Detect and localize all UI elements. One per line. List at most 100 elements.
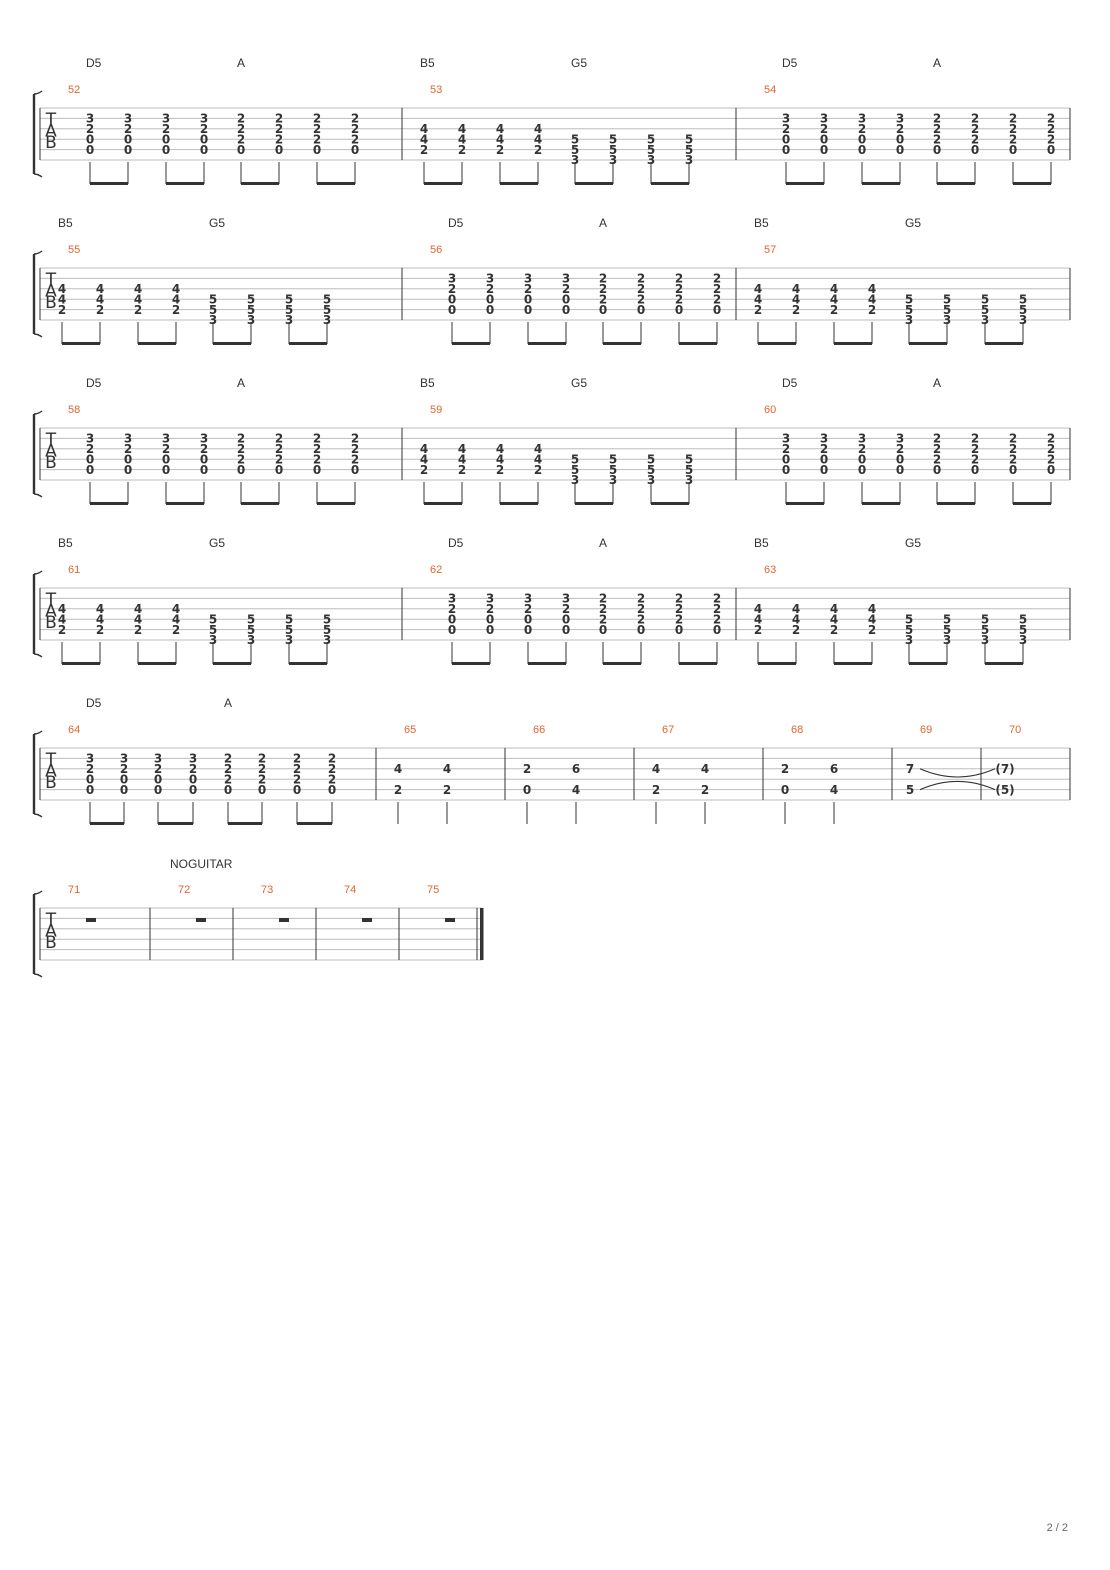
fret-number: 5 — [247, 292, 255, 306]
fret-number: 2 — [1009, 122, 1017, 136]
fret-number: 2 — [782, 442, 790, 456]
note-beam — [158, 822, 193, 825]
rest-symbol — [445, 918, 455, 922]
fret-number: 3 — [154, 752, 162, 766]
fret-number: 0 — [637, 303, 645, 317]
fret-number: 0 — [124, 143, 132, 157]
fret-number: 2 — [971, 132, 979, 146]
fret-number: 2 — [782, 122, 790, 136]
chord-symbol: G5 — [209, 536, 225, 550]
fret-number: 4 — [792, 612, 800, 626]
fret-number: 5 — [685, 463, 693, 477]
fret-number: 2 — [86, 122, 94, 136]
fret-number: 2 — [313, 112, 321, 126]
fret-number: 0 — [524, 623, 532, 637]
rest-symbol — [362, 918, 372, 922]
note-beam — [862, 502, 900, 505]
measure-number: 53 — [430, 84, 442, 96]
fret-number: 2 — [599, 272, 607, 286]
bracket-hook-top — [33, 570, 43, 575]
fret-number: 2 — [134, 303, 142, 317]
fret-number: 2 — [275, 432, 283, 446]
fret-number: 2 — [524, 602, 532, 616]
fret-number: 2 — [868, 623, 876, 637]
chord-symbol: B5 — [754, 216, 769, 230]
fret-number: 0 — [86, 143, 94, 157]
fret-number: 5 — [1019, 623, 1027, 637]
fret-number: 2 — [599, 592, 607, 606]
chord-symbol: D5 — [782, 376, 798, 390]
fret-number: 3 — [86, 112, 94, 126]
fret-number: 0 — [933, 143, 941, 157]
fret-number: 2 — [637, 272, 645, 286]
tab-clef-letter: A — [45, 282, 57, 302]
fret-number: 3 — [209, 633, 217, 647]
fret-number: 0 — [448, 303, 456, 317]
chord-symbol: G5 — [571, 56, 587, 70]
fret-number: 0 — [896, 132, 904, 146]
note-beam — [528, 662, 566, 665]
fret-number: 4 — [134, 612, 142, 626]
fret-number: 5 — [685, 452, 693, 466]
measure: 74 — [344, 884, 372, 922]
fret-number: 2 — [328, 772, 336, 786]
fret-number: 2 — [328, 762, 336, 776]
fret-number: 2 — [313, 442, 321, 456]
fret-number: 0 — [162, 463, 170, 477]
fret-number: 2 — [675, 292, 683, 306]
section-label: NOGUITAR — [170, 857, 233, 871]
fret-number: 4 — [172, 292, 180, 306]
fret-number: 4 — [534, 122, 542, 136]
note-beam — [90, 182, 128, 185]
fret-number: 2 — [237, 132, 245, 146]
measure: 71 — [68, 884, 96, 922]
fret-number: 2 — [637, 612, 645, 626]
fret-number: 2 — [237, 122, 245, 136]
fret-number: 3 — [571, 153, 579, 167]
chord-symbol: D5 — [448, 216, 464, 230]
fret-number: 5 — [943, 623, 951, 637]
fret-number: 2 — [420, 463, 428, 477]
fret-number: 5 — [571, 463, 579, 477]
note-beam — [213, 342, 251, 345]
measure: 73 — [261, 884, 289, 922]
fret-number: 3 — [782, 432, 790, 446]
fret-number: 2 — [562, 282, 570, 296]
fret-number: 0 — [162, 452, 170, 466]
fret-number: 2 — [830, 623, 838, 637]
fret-number: 0 — [200, 143, 208, 157]
fret-number: 0 — [820, 143, 828, 157]
fret-number: 4 — [652, 762, 660, 776]
fret-number: 0 — [820, 452, 828, 466]
fret-number: 5 — [571, 452, 579, 466]
fret-number: 4 — [172, 282, 180, 296]
measure-number: 63 — [764, 564, 776, 576]
fret-number: 2 — [792, 303, 800, 317]
tab-clef-letter: B — [45, 453, 57, 473]
note-beam — [937, 502, 975, 505]
fret-number: 2 — [258, 752, 266, 766]
measure-number: 69 — [920, 724, 932, 736]
fret-number: 3 — [486, 592, 494, 606]
fret-number: 2 — [754, 303, 762, 317]
chord-symbol: D5 — [782, 56, 798, 70]
measure-number: 54 — [764, 84, 776, 96]
fret-number: 2 — [675, 272, 683, 286]
fret-number: 2 — [781, 762, 789, 776]
fret-number: 0 — [1047, 143, 1055, 157]
fret-number: 3 — [124, 112, 132, 126]
fret-number: 2 — [293, 772, 301, 786]
fret-number: 5 — [609, 452, 617, 466]
fret-number: 5 — [981, 303, 989, 317]
fret-number: 2 — [86, 442, 94, 456]
note-beam — [937, 182, 975, 185]
bracket-hook-top — [33, 890, 43, 895]
note-beam — [228, 822, 262, 825]
fret-number: 2 — [599, 282, 607, 296]
fret-number: 0 — [120, 772, 128, 786]
fret-number: 2 — [237, 442, 245, 456]
